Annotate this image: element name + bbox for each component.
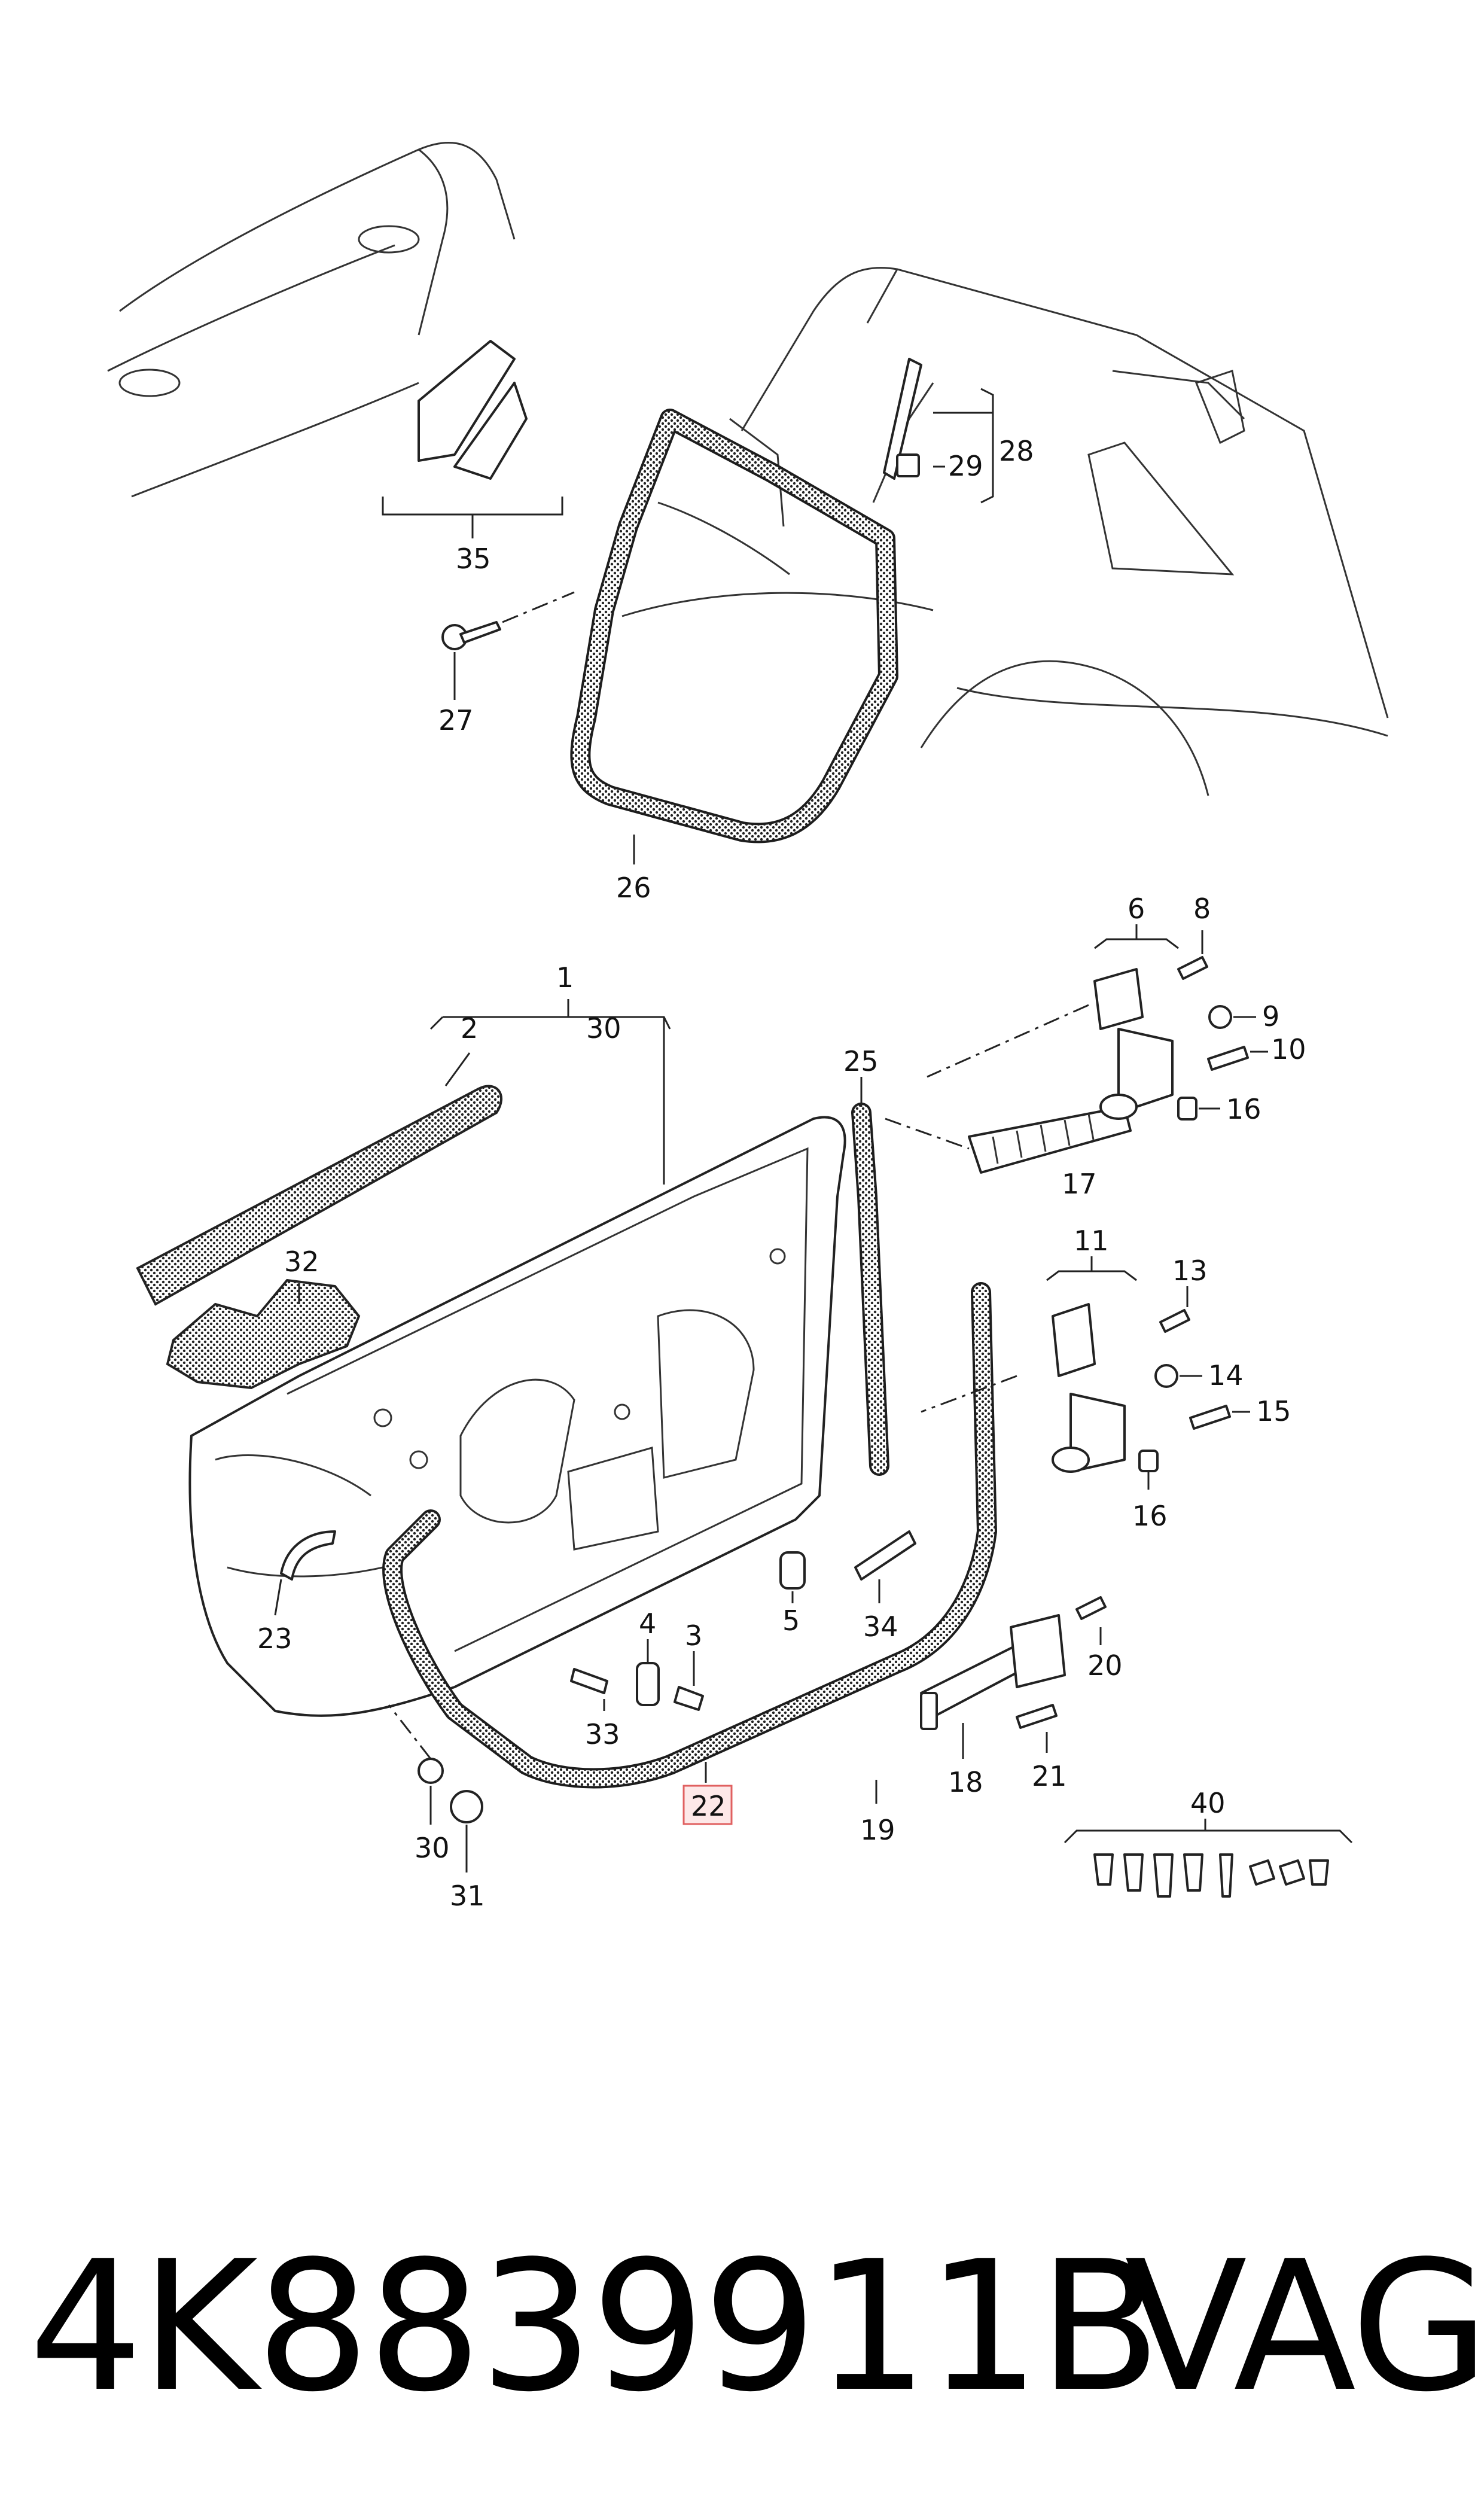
callout-21: 21: [1032, 1760, 1067, 1792]
upper-hinge-6: [927, 924, 1197, 1121]
callout-19: 19: [860, 1814, 895, 1846]
callout-15: 15: [1256, 1395, 1291, 1427]
callout-2: 2: [461, 1012, 478, 1045]
callout-11: 11: [1074, 1225, 1109, 1257]
door-opening-seal: [570, 409, 898, 864]
vertical-seal-25: [851, 1077, 889, 1476]
part-number-caption: 4K8839911B: [29, 2222, 1161, 2431]
exploded-parts-diagram: 1 2 30 3 4 5 6 8 9 10 11 13 14 15 16 16 …: [107, 141, 1389, 1912]
callout-27: 27: [438, 704, 474, 736]
nut-9: [1208, 1005, 1256, 1029]
callout-31: 31: [450, 1880, 485, 1912]
brand-caption: VAG: [1125, 2222, 1484, 2431]
bolt-15: [1189, 1405, 1250, 1430]
screw-33: [570, 1668, 608, 1711]
bolt-21: [1016, 1704, 1058, 1753]
wiring-boot-17: [885, 1106, 1132, 1174]
callout-28: 28: [999, 435, 1034, 467]
nut-14: [1154, 1364, 1202, 1388]
callout-17: 17: [1062, 1168, 1097, 1200]
callout-34: 34: [863, 1610, 898, 1643]
callout-6: 6: [1128, 893, 1145, 925]
door-bumper-5: [779, 1551, 806, 1603]
fastener-kit-40: [1064, 1819, 1353, 1898]
door-check-18: [920, 1614, 1066, 1759]
callout-14: 14: [1208, 1359, 1244, 1392]
callout-30-fastener: 30: [415, 1832, 450, 1864]
callout-22-highlight: [682, 1785, 733, 1825]
trim-strip-28: [883, 358, 994, 504]
callout-9: 9: [1262, 1000, 1279, 1033]
bolt-8: [1177, 930, 1208, 980]
pin-4: [636, 1639, 660, 1706]
callout-33: 33: [585, 1718, 620, 1750]
callout-25: 25: [843, 1045, 879, 1077]
car-body-rear-illustration: [107, 141, 1389, 796]
callout-18: 18: [948, 1766, 983, 1798]
callout-32: 32: [284, 1246, 319, 1278]
callout-29: 29: [948, 450, 983, 482]
bolt-13: [1159, 1286, 1190, 1333]
callout-16-lower: 16: [1132, 1500, 1168, 1532]
window-channel-strip: [136, 1052, 503, 1306]
adhesive-film-pieces: [382, 340, 563, 538]
callout-3: 3: [685, 1619, 702, 1652]
callout-35: 35: [456, 543, 491, 575]
callout-26: 26: [616, 872, 651, 904]
screw-30: [388, 1704, 444, 1825]
callout-13: 13: [1172, 1255, 1208, 1287]
bracket-34: [854, 1530, 916, 1603]
bolt-10: [1207, 1046, 1268, 1071]
callout-1: 1: [556, 961, 574, 994]
cable-guide-23: [274, 1530, 336, 1616]
callout-4: 4: [639, 1607, 656, 1640]
callout-20: 20: [1087, 1649, 1123, 1682]
pin-3: [674, 1651, 704, 1711]
callout-16-upper: 16: [1226, 1093, 1261, 1125]
door-seal-22: [382, 1282, 997, 1789]
clip-31: [450, 1790, 483, 1872]
door-shell: [188, 999, 846, 1717]
callout-22: 22: [691, 1790, 726, 1822]
callout-8: 8: [1193, 893, 1211, 925]
callout-40: 40: [1190, 1787, 1226, 1819]
lower-hinge-11: [921, 1256, 1159, 1473]
callout-23: 23: [257, 1622, 292, 1655]
screw-27: [441, 591, 575, 700]
callout-5: 5: [782, 1604, 800, 1637]
callout-30-door: 30: [586, 1012, 621, 1045]
bolt-20: [1075, 1596, 1107, 1645]
callout-10: 10: [1271, 1033, 1306, 1065]
foam-insulation-32: [166, 1278, 361, 1390]
